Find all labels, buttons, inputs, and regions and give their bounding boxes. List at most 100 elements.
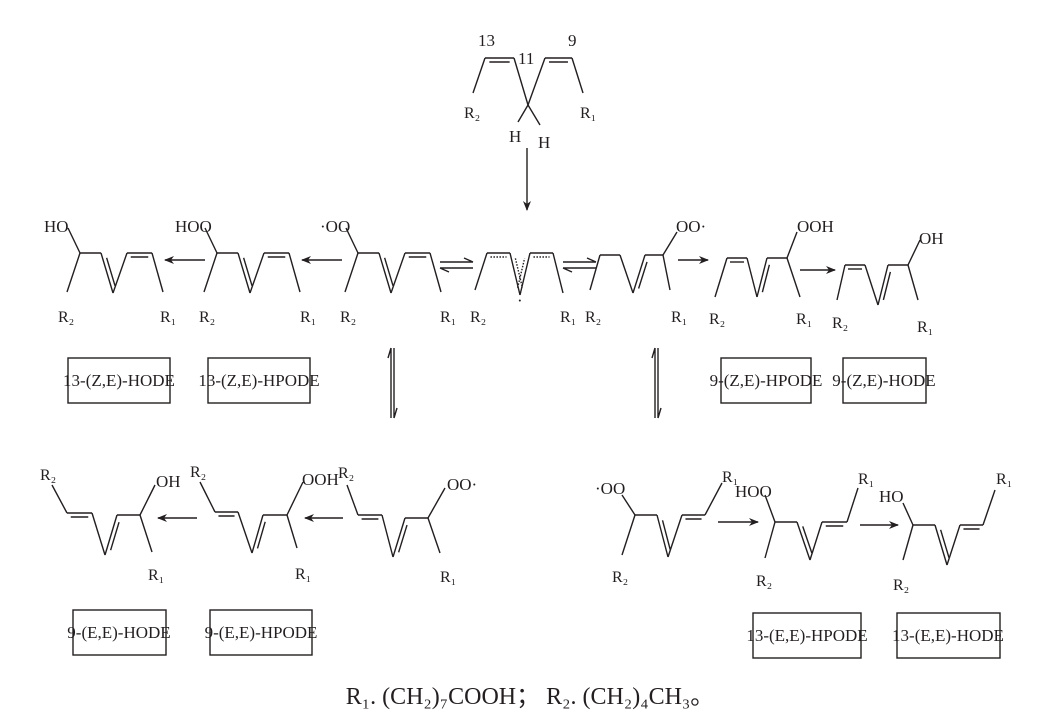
- r2-label: R₂: [585, 309, 601, 326]
- molecule-pentadienyl-radical: R₂ · R₁: [470, 291, 576, 326]
- compound-name: 13-(E,E)-HODE: [892, 626, 1004, 645]
- hydrogen-label: H: [538, 133, 550, 152]
- single-bond: [204, 227, 218, 254]
- r1-label: R₁: [858, 471, 874, 488]
- r1-label: R₁: [440, 569, 456, 586]
- single-bond: [91, 512, 106, 556]
- r2-label: R₂: [340, 309, 356, 326]
- r1-label: R₁: [440, 309, 456, 326]
- molecule-9-ze-hpode: OOH R₂ R₁: [709, 217, 834, 328]
- single-bond: [288, 252, 301, 293]
- compound-name: 13-(E,E)-HPODE: [746, 626, 867, 645]
- single-bond: [902, 502, 914, 526]
- single-bond: [864, 264, 879, 306]
- single-bond: [621, 494, 636, 516]
- single-bond: [346, 484, 359, 516]
- r1-label: R₁: [295, 566, 311, 583]
- r2-label: R₂: [470, 309, 486, 326]
- single-bond: [764, 521, 776, 559]
- single-bond: [907, 239, 921, 266]
- double-bond: [237, 252, 251, 294]
- single-bond: [589, 254, 601, 291]
- single-bond: [139, 484, 156, 516]
- name-box-13-ee-hode: 13-(E,E)-HODE: [892, 612, 1004, 659]
- double-bond-inner: [256, 521, 266, 549]
- equilibrium-arrow: [651, 347, 662, 419]
- single-bond: [527, 57, 546, 106]
- single-bond: [662, 254, 671, 291]
- hydroperoxyl-label: OOH: [302, 470, 339, 489]
- single-bond: [946, 524, 961, 566]
- double-bond-inner: [242, 257, 253, 287]
- r1-label: R₁: [996, 471, 1012, 488]
- linoleic-acid: 13 11 9 R₂ R₁ H H: [464, 31, 596, 152]
- single-bond: [427, 487, 446, 519]
- double-bond: [378, 252, 392, 294]
- delocalized-bond: [514, 258, 524, 288]
- single-bond: [472, 57, 486, 94]
- r1-label: R₁: [796, 311, 812, 328]
- peroxyl-label: OO·: [676, 217, 706, 236]
- double-bond-inner: [882, 271, 892, 301]
- molecule-13-ze-peroxyl: ·OO R₂ R₁: [320, 217, 456, 326]
- single-bond: [286, 514, 298, 549]
- single-bond: [381, 514, 394, 558]
- double-bond-inner: [109, 521, 120, 551]
- bonds: [51, 57, 996, 566]
- r2-label: R₂: [338, 465, 354, 482]
- single-bond: [66, 252, 81, 293]
- molecule-9-ee-peroxyl: R₂ OO· R₁: [338, 465, 477, 586]
- name-box-9-ee-hode: 9-(E,E)-HODE: [67, 609, 171, 656]
- single-bond: [390, 252, 406, 294]
- single-bond: [552, 252, 564, 294]
- double-bond-inner: [637, 261, 648, 289]
- double-bond-inner: [397, 524, 408, 553]
- equilibrium-arrow: [562, 257, 597, 273]
- double-bond: [632, 254, 646, 294]
- name-box-9-ze-hpode: 9-(Z,E)-HPODE: [710, 357, 822, 404]
- single-bond: [621, 514, 636, 556]
- single-bond: [714, 257, 728, 298]
- hydroperoxyl-label: OOH: [797, 217, 834, 236]
- double-bond-inner: [383, 257, 394, 287]
- single-bond: [237, 511, 253, 554]
- single-bond: [429, 252, 442, 293]
- single-bond: [662, 231, 678, 256]
- single-bond: [571, 57, 584, 94]
- molecule-13-ee-hode: HO R₂ R₁: [879, 471, 1012, 594]
- hydroperoxyl-label: HOO: [175, 217, 212, 236]
- single-bond: [786, 231, 798, 259]
- double-bond: [100, 252, 114, 294]
- position-9-label: 9: [568, 31, 577, 50]
- double-bond-inner: [802, 526, 813, 554]
- double-bond-inner: [939, 529, 950, 559]
- double-bond: [934, 524, 948, 566]
- substituent-legend: R₁. (CH₂)₇COOH； R₂. (CH₂)₄CH₃。: [346, 684, 715, 710]
- r2-label: R₂: [40, 467, 56, 484]
- single-bond: [982, 489, 996, 526]
- molecule-9-ee-hpode: R₂ OOH R₁: [190, 464, 339, 583]
- single-bond: [151, 252, 164, 293]
- r1-label: R₁: [560, 309, 576, 326]
- equilibrium-arrow: [387, 347, 398, 419]
- single-bond: [199, 481, 216, 513]
- r2-label: R₂: [464, 105, 480, 122]
- molecule-9-ze-hode: OH R₂ R₁: [832, 229, 944, 336]
- r2-label: R₂: [893, 577, 909, 594]
- single-bond: [474, 252, 488, 291]
- r2-label: R₂: [199, 309, 215, 326]
- molecule-9-ze-peroxyl: OO· R₂ R₁: [585, 217, 706, 326]
- arrows: [157, 148, 899, 529]
- single-bond: [619, 254, 634, 294]
- single-bond: [809, 521, 823, 561]
- hydrogen-label: H: [509, 127, 521, 146]
- double-bond: [392, 517, 406, 558]
- name-box-13-ee-hpode: 13-(E,E)-HPODE: [746, 612, 868, 659]
- single-bond: [907, 264, 919, 301]
- double-bond: [251, 514, 264, 554]
- single-bond: [513, 57, 529, 106]
- single-bond: [203, 252, 218, 293]
- single-bond: [786, 257, 801, 298]
- r1-label: R₁: [300, 309, 316, 326]
